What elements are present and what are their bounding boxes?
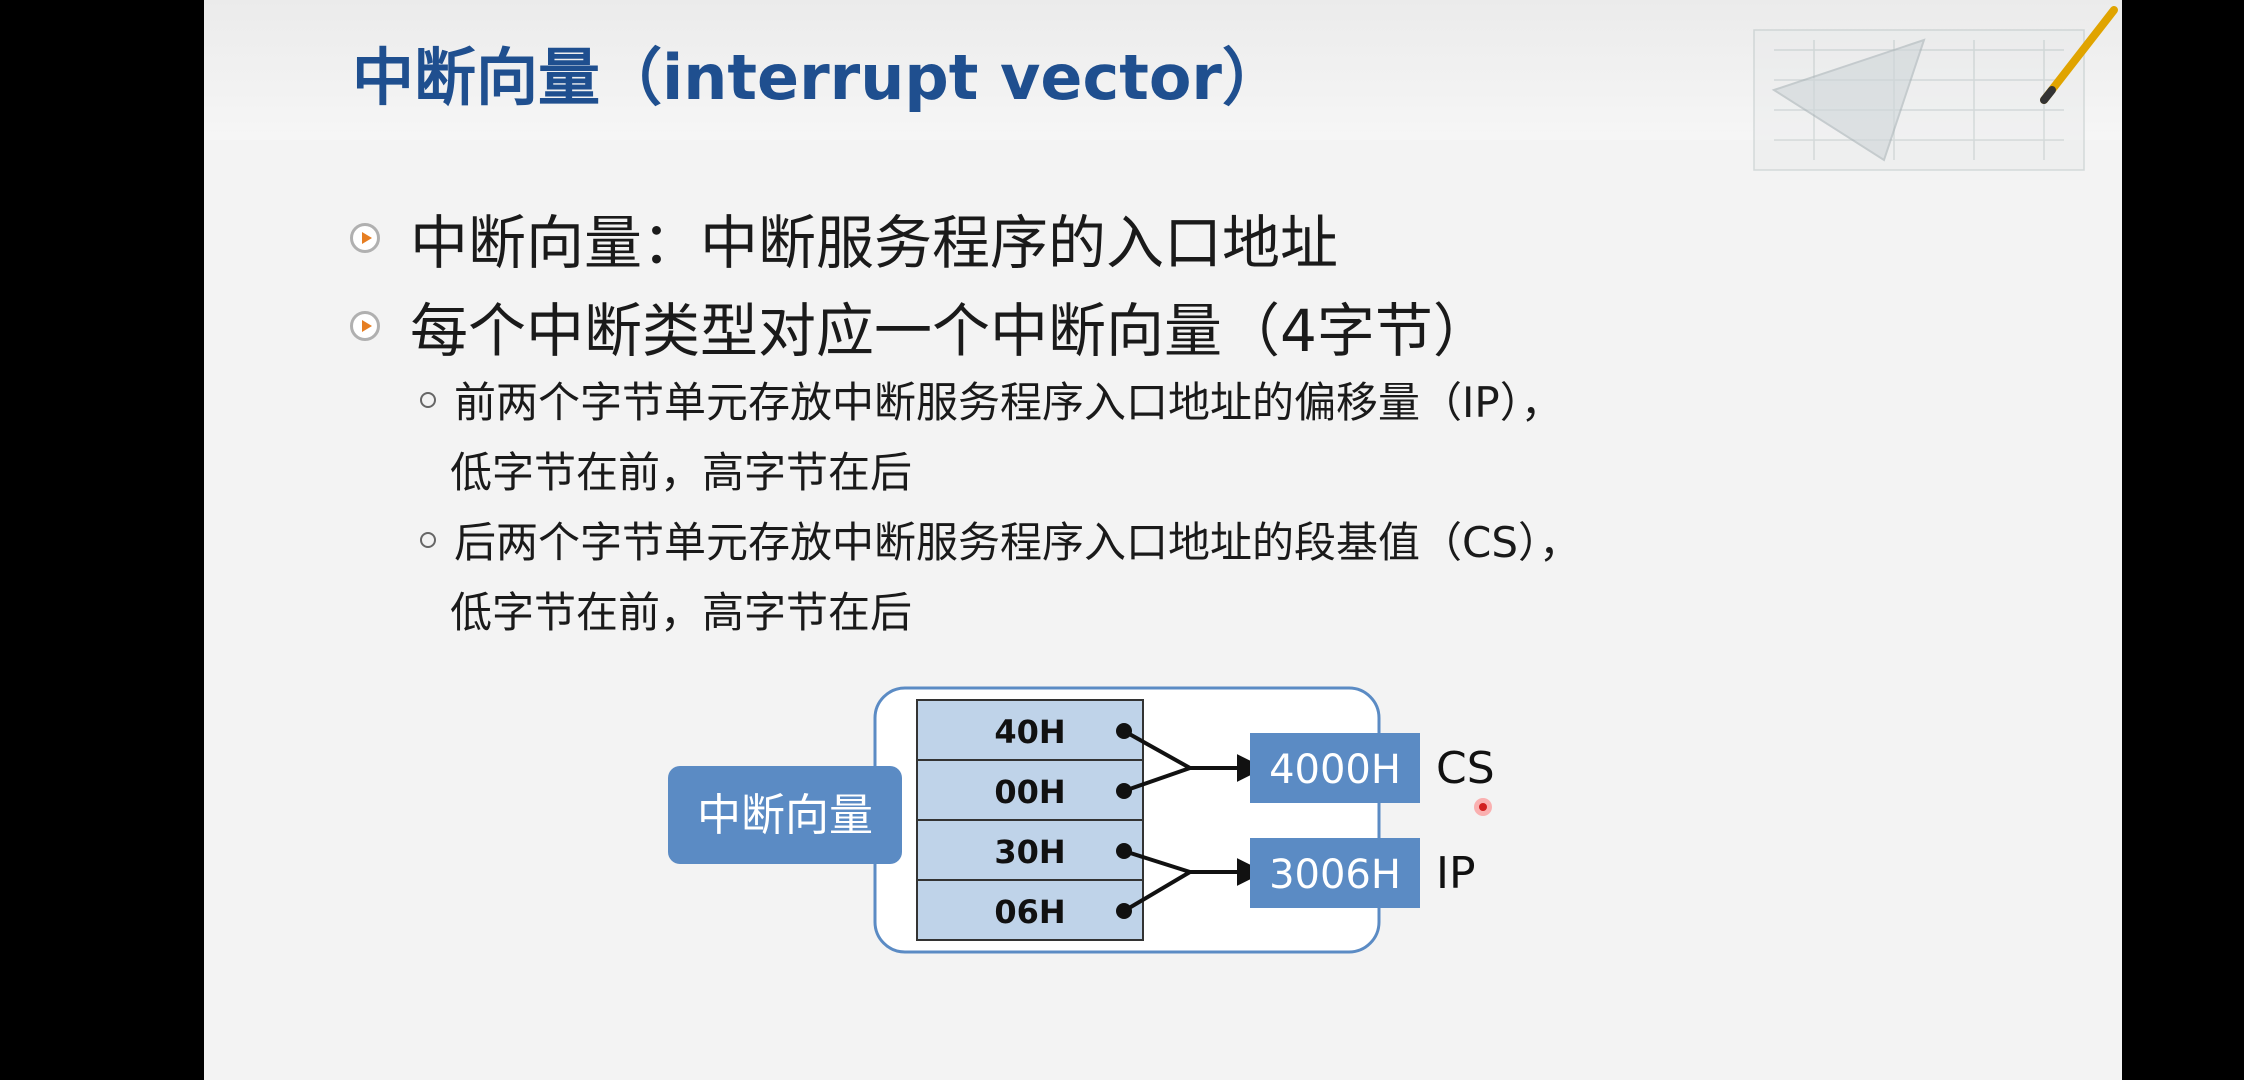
bullet-text: 中断向量：中断服务程序的入口地址 [410, 209, 1339, 277]
sub-bullet-line: 低字节在前，高字节在后 [450, 448, 913, 497]
ip-value-box [1250, 838, 1420, 908]
cs-value-box [1250, 733, 1420, 803]
sub-bullet-item-1: 前两个字节单元存放中断服务程序入口地址的偏移量（IP）， 低字节在前，高字节在后 [420, 368, 1563, 508]
memory-cell-value: 06H [994, 893, 1065, 931]
connector-line [1123, 729, 1191, 770]
memory-cell [916, 819, 1144, 881]
play-bullet-icon [350, 223, 380, 253]
cs-value: 4000H [1269, 747, 1401, 793]
sub-bullet-item-2: 后两个字节单元存放中断服务程序入口地址的段基值（CS）， 低字节在前，高字节在后 [420, 508, 1581, 648]
connector-line [1122, 870, 1192, 913]
play-bullet-icon [350, 311, 380, 341]
memory-cells [916, 699, 1144, 941]
bullet-text: 每个中断类型对应一个中断向量（4字节） [410, 297, 1491, 365]
memory-cell [916, 699, 1144, 761]
ip-register-label: IP [1436, 848, 1476, 899]
bullet-item-1: 中断向量：中断服务程序的入口地址 [350, 196, 1338, 280]
vector-label: 中断向量 [697, 790, 873, 841]
decorative-drawing-tools-image [1753, 6, 2118, 171]
sub-bullet-line: 前两个字节单元存放中断服务程序入口地址的偏移量（IP）， [454, 378, 1563, 427]
sub-bullet-line: 低字节在前，高字节在后 [450, 588, 913, 637]
slide: 中断向量（interrupt vector） 中断向量：中断服务程序的入口地址 … [204, 0, 2122, 1080]
memory-cell [916, 759, 1144, 821]
interrupt-vector-diagram: 40H 00H 30H 06H 中断向量 4000H CS 3006H IP [668, 686, 1495, 954]
circle-bullet-icon [420, 391, 436, 408]
mouse-pointer-icon [1474, 798, 1492, 816]
connector-line [1123, 849, 1191, 874]
memory-cell-value: 40H [994, 713, 1065, 751]
ip-value: 3006H [1269, 852, 1401, 898]
title-band [204, 0, 2122, 140]
memory-cell [916, 879, 1144, 941]
cs-register-label: CS [1436, 743, 1495, 794]
slide-title: 中断向量（interrupt vector） [352, 41, 1284, 114]
memory-cell-value: 30H [994, 833, 1065, 871]
circle-bullet-icon [420, 531, 436, 548]
memory-cell-value: 00H [994, 773, 1065, 811]
bullet-item-2: 每个中断类型对应一个中断向量（4字节） [350, 284, 1491, 368]
vector-label-box [668, 766, 902, 864]
sub-bullet-line: 后两个字节单元存放中断服务程序入口地址的段基值（CS）， [454, 518, 1581, 567]
connector-line [1123, 766, 1191, 793]
